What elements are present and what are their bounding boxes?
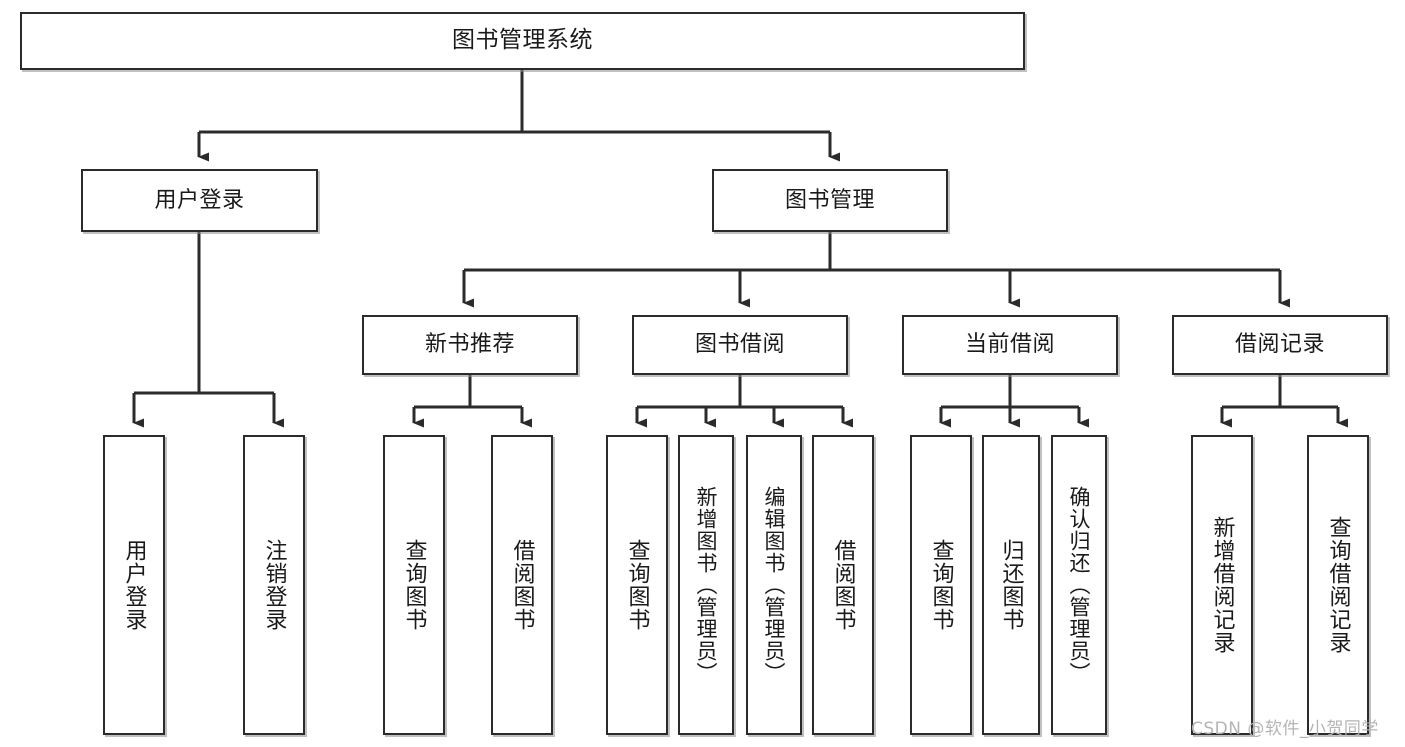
node-label: 当前借阅 xyxy=(964,332,1055,358)
node-label: 图书借阅 xyxy=(694,332,785,358)
leaf-current-borrow-confirm[interactable]: 确认归还（管理员） xyxy=(1051,435,1107,735)
node-borrow-record[interactable]: 借阅记录 xyxy=(1172,315,1388,375)
node-label: 查询图书 xyxy=(401,539,427,631)
leaf-user-login-logout[interactable]: 注销登录 xyxy=(243,435,305,735)
node-label: 新书推荐 xyxy=(424,332,515,358)
node-label: 归还图书 xyxy=(998,539,1024,631)
leaf-current-borrow-return[interactable]: 归还图书 xyxy=(982,435,1040,735)
node-current-borrow[interactable]: 当前借阅 xyxy=(902,315,1118,375)
node-label: 用户登录 xyxy=(121,539,147,631)
node-label: 新增借阅记录 xyxy=(1209,516,1235,654)
node-label: 确认归还（管理员） xyxy=(1067,486,1092,684)
node-user-login[interactable]: 用户登录 xyxy=(81,169,318,232)
node-label: 查询借阅记录 xyxy=(1325,516,1351,654)
node-label: 查询图书 xyxy=(928,539,954,631)
node-root-system[interactable]: 图书管理系统 xyxy=(20,12,1025,70)
node-label: 图书管理 xyxy=(784,187,875,213)
node-book-borrow[interactable]: 图书借阅 xyxy=(632,315,848,375)
leaf-new-book-borrow[interactable]: 借阅图书 xyxy=(491,435,553,735)
leaf-borrow-record-query[interactable]: 查询借阅记录 xyxy=(1307,435,1369,735)
node-label: 编辑图书（管理员） xyxy=(762,486,787,684)
node-label: 查询图书 xyxy=(624,539,650,631)
leaf-book-borrow-edit[interactable]: 编辑图书（管理员） xyxy=(746,435,802,735)
node-label: 图书管理系统 xyxy=(452,27,593,54)
node-book-management[interactable]: 图书管理 xyxy=(712,169,948,232)
node-label: 注销登录 xyxy=(261,539,287,631)
leaf-book-borrow-borrow[interactable]: 借阅图书 xyxy=(812,435,874,735)
leaf-new-book-query[interactable]: 查询图书 xyxy=(383,435,445,735)
node-label: 借阅图书 xyxy=(509,539,535,631)
node-label: 借阅图书 xyxy=(830,539,856,631)
leaf-borrow-record-add[interactable]: 新增借阅记录 xyxy=(1191,435,1253,735)
node-new-book-recommend[interactable]: 新书推荐 xyxy=(362,315,578,375)
node-label: 借阅记录 xyxy=(1234,332,1325,358)
leaf-current-borrow-query[interactable]: 查询图书 xyxy=(910,435,972,735)
leaf-user-login-login[interactable]: 用户登录 xyxy=(103,435,165,735)
csdn-watermark: CSDN @软件_小贺同学 xyxy=(1191,719,1379,739)
leaf-book-borrow-add[interactable]: 新增图书（管理员） xyxy=(678,435,734,735)
node-label: 用户登录 xyxy=(154,187,245,213)
leaf-book-borrow-query[interactable]: 查询图书 xyxy=(606,435,668,735)
node-label: 新增图书（管理员） xyxy=(694,486,719,684)
